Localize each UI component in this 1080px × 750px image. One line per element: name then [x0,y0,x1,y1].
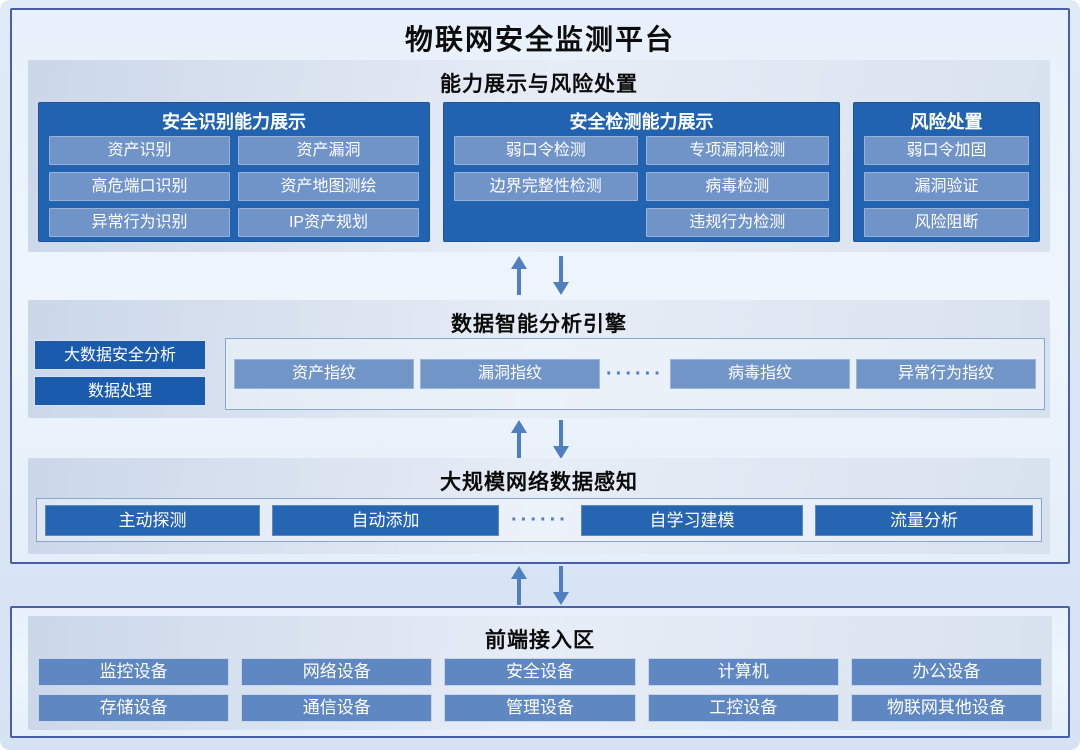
perception-panel: 大规模网络数据感知 主动探测 自动添加 ······ 自学习建模 流量分析 [28,458,1050,554]
capability-item: 异常行为识别 [49,208,230,237]
flow-arrows-capability-analysis [12,256,1068,296]
device-row: 监控设备 网络设备 安全设备 计算机 办公设备 [28,658,1052,686]
capability-item: 资产识别 [49,136,230,165]
capability-item: 边界完整性检测 [454,172,638,201]
perception-row: 主动探测 自动添加 ······ 自学习建模 流量分析 [36,498,1042,542]
device-item: 网络设备 [241,658,433,686]
capability-item: 漏洞验证 [864,172,1029,201]
up-arrow-icon [511,420,527,460]
big-data-security-analysis-box: 大数据安全分析 [34,340,206,370]
capability-item: 违规行为检测 [645,208,829,237]
up-arrow-icon [511,256,527,296]
fingerprint-item: 资产指纹 [234,359,414,389]
group-grid: 资产识别 资产漏洞 高危端口识别 资产地图测绘 异常行为识别 IP资产规划 [49,136,419,237]
device-item: 安全设备 [444,658,636,686]
fingerprint-row: 资产指纹 漏洞指纹 ······ 病毒指纹 异常行为指纹 [225,338,1045,410]
perception-item: 自学习建模 [580,504,803,536]
capability-item: 弱口令加固 [864,136,1029,165]
group-security-identification: 安全识别能力展示 资产识别 资产漏洞 高危端口识别 资产地图测绘 异常行为识别 … [38,102,430,242]
flow-arrows-perception-frontend [0,566,1080,606]
analysis-panel: 数据智能分析引擎 大数据安全分析 数据处理 资产指纹 漏洞指纹 ······ 病… [28,300,1050,418]
down-arrow-icon [553,566,569,606]
group-risk-disposal: 风险处置 弱口令加固 漏洞验证 风险阻断 [853,102,1040,242]
device-rows: 监控设备 网络设备 安全设备 计算机 办公设备 存储设备 通信设备 管理设备 工… [28,658,1052,722]
device-item: 通信设备 [241,694,433,722]
down-arrow-icon [553,420,569,460]
fingerprint-item: 异常行为指纹 [855,359,1036,389]
device-item: 计算机 [647,658,839,686]
device-row: 存储设备 通信设备 管理设备 工控设备 物联网其他设备 [28,694,1052,722]
device-item: 物联网其他设备 [850,694,1043,722]
capability-item: IP资产规划 [238,208,419,237]
capability-title: 能力展示与风险处置 [440,73,638,96]
perception-item: 自动添加 [272,504,499,536]
group-security-detection: 安全检测能力展示 弱口令检测 专项漏洞检测 边界完整性检测 病毒检测 违规行为检… [443,102,840,242]
capability-panel: 能力展示与风险处置 安全识别能力展示 资产识别 资产漏洞 高危端口识别 资产地图… [28,60,1050,252]
group-title: 安全识别能力展示 [162,112,306,132]
capability-item: 风险阻断 [864,208,1029,237]
ellipsis-dots: ······ [511,509,569,531]
capability-item: 资产漏洞 [238,136,419,165]
analysis-title: 数据智能分析引擎 [451,313,627,336]
fingerprint-item: 病毒指纹 [669,359,850,389]
data-processing-box: 数据处理 [34,376,206,406]
platform-container: 物联网安全监测平台 能力展示与风险处置 安全识别能力展示 资产识别 资产漏洞 高… [10,8,1070,564]
frontend-container: 前端接入区 监控设备 网络设备 安全设备 计算机 办公设备 存储设备 通信设备 … [10,606,1070,738]
device-item: 存储设备 [38,694,230,722]
capability-item: 资产地图测绘 [238,172,419,201]
frontend-title: 前端接入区 [485,629,595,652]
capability-item: 专项漏洞检测 [645,136,829,165]
perception-item: 流量分析 [814,504,1033,536]
perception-item: 主动探测 [45,504,260,536]
down-arrow-icon [553,256,569,296]
device-item: 办公设备 [850,658,1043,686]
capability-groups: 安全识别能力展示 资产识别 资产漏洞 高危端口识别 资产地图测绘 异常行为识别 … [38,102,1040,242]
up-arrow-icon [511,566,527,606]
group-grid: 弱口令检测 专项漏洞检测 边界完整性检测 病毒检测 违规行为检测 [454,136,829,237]
device-item: 工控设备 [647,694,839,722]
perception-title: 大规模网络数据感知 [440,471,638,494]
ellipsis-dots: ······ [606,363,664,385]
device-item: 监控设备 [38,658,230,686]
frontend-panel: 前端接入区 监控设备 网络设备 安全设备 计算机 办公设备 存储设备 通信设备 … [28,616,1052,730]
page-title: 物联网安全监测平台 [404,24,675,55]
capability-item: 弱口令检测 [454,136,638,165]
capability-item: 病毒检测 [645,172,829,201]
group-title: 风险处置 [910,112,983,132]
device-item: 管理设备 [444,694,636,722]
capability-item: 高危端口识别 [49,172,230,201]
flow-arrows-analysis-perception [12,420,1068,460]
group-title: 安全检测能力展示 [569,112,714,132]
fingerprint-item: 漏洞指纹 [420,359,600,389]
group-column: 弱口令加固 漏洞验证 风险阻断 [864,136,1029,237]
